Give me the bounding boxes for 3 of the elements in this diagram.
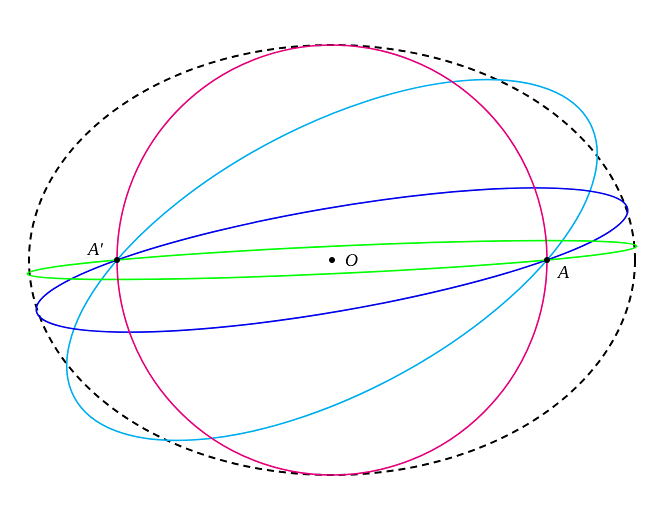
- point-label: O: [345, 251, 358, 269]
- point-label: A: [558, 263, 569, 281]
- point-label: A′: [88, 240, 103, 258]
